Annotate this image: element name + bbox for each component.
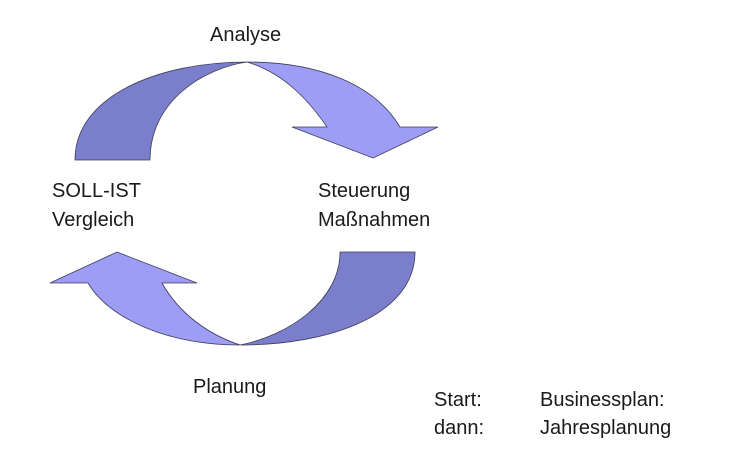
step-steuerung-line2: Maßnahmen xyxy=(318,209,430,231)
cycle-arrow-bottom-tail xyxy=(239,251,416,346)
step-analyse: Analyse xyxy=(210,24,281,46)
cycle-arrow-bottom-head xyxy=(49,251,241,346)
note-start-label: Start: xyxy=(434,389,482,411)
step-steuerung-line1: Steuerung xyxy=(318,180,410,202)
note-dann-label: dann: xyxy=(434,417,484,439)
step-soll-ist-line1: SOLL-IST xyxy=(52,180,141,202)
cycle-arrow-top-head xyxy=(246,61,439,159)
step-soll-ist-line2: Vergleich xyxy=(52,209,134,231)
cycle-arrow-top-tail xyxy=(74,61,248,161)
note-dann-value: Jahresplanung xyxy=(540,417,671,439)
note-start-value: Businessplan: xyxy=(540,389,665,411)
step-planung: Planung xyxy=(193,376,266,398)
